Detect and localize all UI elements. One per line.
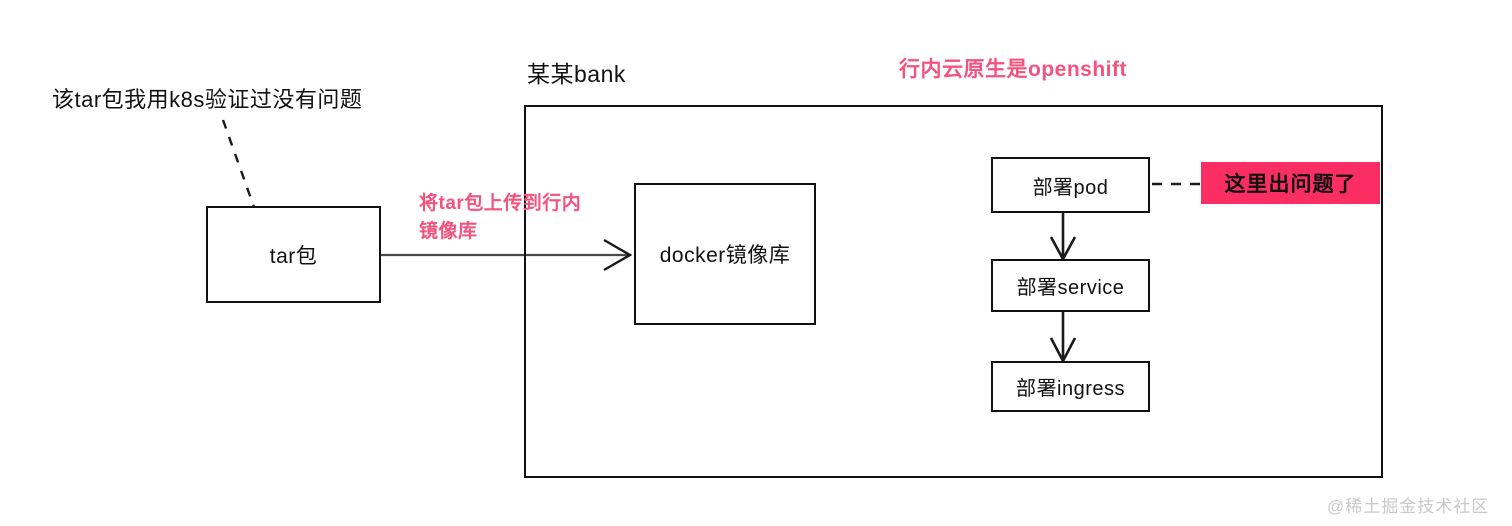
bank-container-label: 某某bank — [527, 61, 626, 87]
node-deploy-ingress[interactable]: 部署ingress — [991, 361, 1150, 412]
note-openshift: 行内云原生是openshift — [899, 55, 1127, 85]
node-tar-package-label: tar包 — [269, 244, 318, 268]
node-deploy-service-label: 部署service — [1016, 277, 1125, 299]
bank-container-box — [524, 105, 1383, 478]
node-docker-registry-label: docker镜像库 — [659, 244, 791, 267]
note-upload-to-registry: 将tar包上传到行内 镜像库 — [419, 190, 581, 245]
callout-problem-here-label: 这里出问题了 — [1224, 173, 1357, 196]
edge-note-to-tar — [221, 119, 256, 208]
note-upload-line-2: 镜像库 — [419, 220, 478, 242]
node-docker-registry[interactable]: docker镜像库 — [634, 183, 816, 325]
node-deploy-ingress-label: 部署ingress — [1016, 378, 1125, 400]
callout-problem-here[interactable]: 这里出问题了 — [1201, 162, 1380, 204]
watermark: @稀土掘金技术社区 — [1327, 497, 1490, 516]
node-deploy-service[interactable]: 部署service — [991, 259, 1150, 312]
node-deploy-pod-label: 部署pod — [1032, 176, 1109, 199]
node-deploy-pod[interactable]: 部署pod — [991, 157, 1150, 213]
note-upload-line-1: 将tar包上传到行内 — [419, 193, 582, 214]
note-openshift-line-1: 行内云原生是openshift — [899, 58, 1127, 81]
note-tar-verified: 该tar包我用k8s验证过没有问题 — [52, 87, 363, 112]
node-tar-package[interactable]: tar包 — [206, 206, 381, 303]
